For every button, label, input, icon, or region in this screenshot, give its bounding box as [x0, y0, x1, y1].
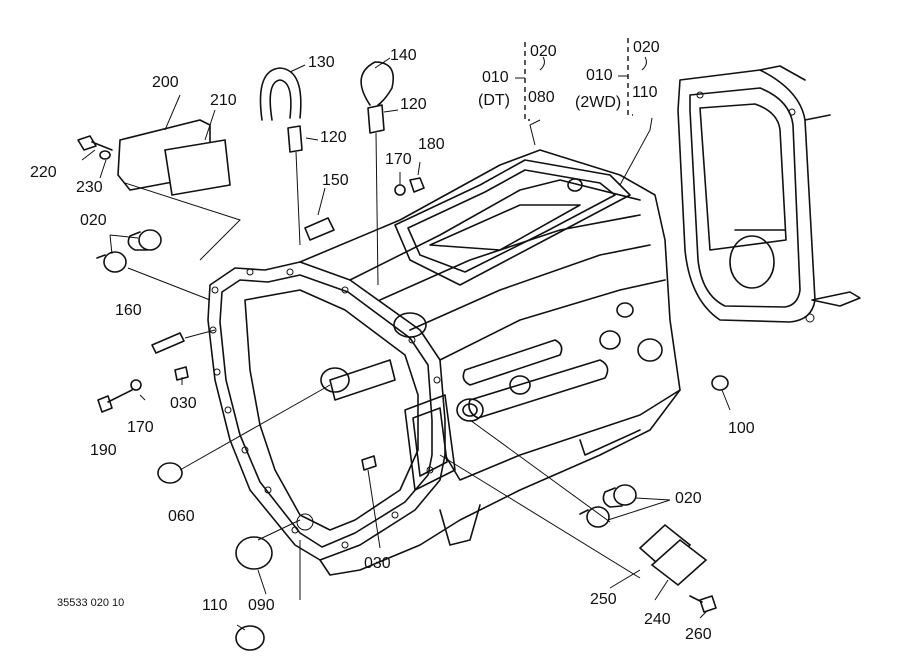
part-130-hose — [259, 67, 302, 121]
part-180-nut — [409, 177, 425, 193]
label-030-a: 030 — [170, 395, 197, 412]
label-180: 180 — [418, 136, 445, 153]
part-020-bushings-right — [579, 484, 637, 528]
label-130: 130 — [308, 54, 335, 71]
part-220-bolt — [77, 135, 113, 151]
part-240-cover — [650, 538, 708, 587]
label-220: 220 — [30, 164, 57, 181]
label-170-b: 170 — [127, 419, 154, 436]
label-010-2wd: 010 — [586, 67, 613, 84]
label-250: 250 — [590, 591, 617, 608]
label-140: 140 — [390, 47, 417, 64]
dt-variant-bracket — [524, 42, 530, 121]
label-230: 230 — [76, 179, 103, 196]
label-260: 260 — [685, 626, 712, 643]
label-190: 190 — [90, 442, 117, 459]
label-150: 150 — [322, 172, 349, 189]
label-060: 060 — [168, 508, 195, 525]
label-dt: (DT) — [478, 92, 510, 109]
2wd-variant-bracket — [627, 38, 633, 116]
label-020-b: 020 — [675, 490, 702, 507]
label-120-a: 120 — [320, 129, 347, 146]
part-260-bolt — [689, 595, 717, 613]
part-140-hook — [360, 61, 394, 106]
label-090: 090 — [248, 597, 275, 614]
leader-lines — [81, 57, 731, 631]
label-010-dt: 010 — [482, 69, 509, 86]
side-cover-plate — [677, 65, 861, 323]
label-100: 100 — [728, 420, 755, 437]
label-080: 080 — [528, 89, 555, 106]
part-110-cap — [235, 625, 265, 651]
part-020-bushings-left — [96, 229, 162, 273]
label-200: 200 — [152, 74, 179, 91]
part-160-stud — [151, 332, 185, 354]
label-240: 240 — [644, 611, 671, 628]
label-210: 210 — [210, 92, 237, 109]
label-030-b: 030 — [364, 555, 391, 572]
part-100-plug — [711, 375, 729, 391]
part-170-washer-b — [130, 379, 142, 391]
label-110-2wd: 110 — [632, 84, 658, 101]
part-190-bolt — [97, 389, 133, 413]
part-030-pin-b — [361, 455, 377, 471]
part-060-cap — [157, 462, 183, 484]
part-230-washer — [99, 150, 111, 160]
label-120-b: 120 — [400, 96, 427, 113]
part-170-washer — [394, 184, 406, 196]
label-170-a: 170 — [385, 151, 412, 168]
part-210-gasket — [164, 139, 231, 196]
label-110: 110 — [202, 597, 228, 614]
transmission-case — [207, 149, 681, 576]
part-150-bolt — [304, 217, 335, 241]
part-030-pin-a — [174, 366, 189, 381]
part-090-cap — [235, 536, 273, 570]
label-2wd: (2WD) — [575, 94, 622, 111]
drawing-code: 35533 020 10 — [57, 597, 125, 609]
label-020-2wd: 020 — [633, 39, 660, 56]
label-020-dt: 020 — [530, 43, 557, 60]
label-160: 160 — [115, 302, 142, 319]
label-020-a: 020 — [80, 212, 107, 229]
